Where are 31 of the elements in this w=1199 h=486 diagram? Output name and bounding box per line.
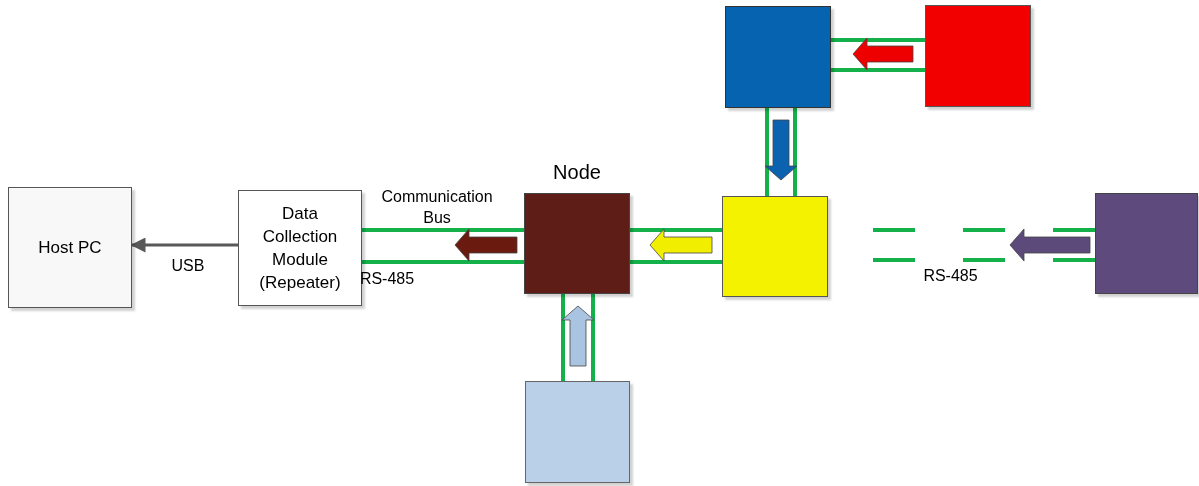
edge-label: RS-485 [922, 266, 979, 286]
block-arrow [852, 37, 914, 71]
node-caption: Node [552, 160, 602, 185]
block-arrow [561, 305, 595, 367]
process-box [8, 187, 132, 308]
block-arrow [764, 119, 798, 181]
colored-box [1095, 193, 1198, 294]
bus-line [793, 108, 797, 196]
bus-line [561, 294, 565, 381]
edge-label: USB [170, 256, 206, 276]
arrow [130, 237, 238, 253]
process-box [238, 190, 362, 306]
bus-line [765, 108, 769, 196]
bus-line [362, 228, 524, 232]
block-arrow [649, 228, 713, 262]
node-label: Data Collection Module (Repeater) [258, 203, 342, 294]
bus-line [591, 294, 595, 381]
bus-line [831, 68, 925, 72]
colored-box [524, 193, 630, 294]
node-label: Host PC [37, 237, 103, 259]
bus-line [630, 228, 722, 232]
block-arrow [454, 228, 518, 262]
bus-line [630, 260, 722, 264]
block-arrow [1009, 228, 1091, 262]
colored-box [925, 5, 1031, 107]
colored-box [725, 6, 831, 108]
bus-line [831, 38, 925, 42]
colored-box [525, 381, 630, 483]
colored-box [722, 196, 828, 297]
bus-line [362, 260, 524, 264]
edge-label: Communication Bus [380, 187, 494, 228]
